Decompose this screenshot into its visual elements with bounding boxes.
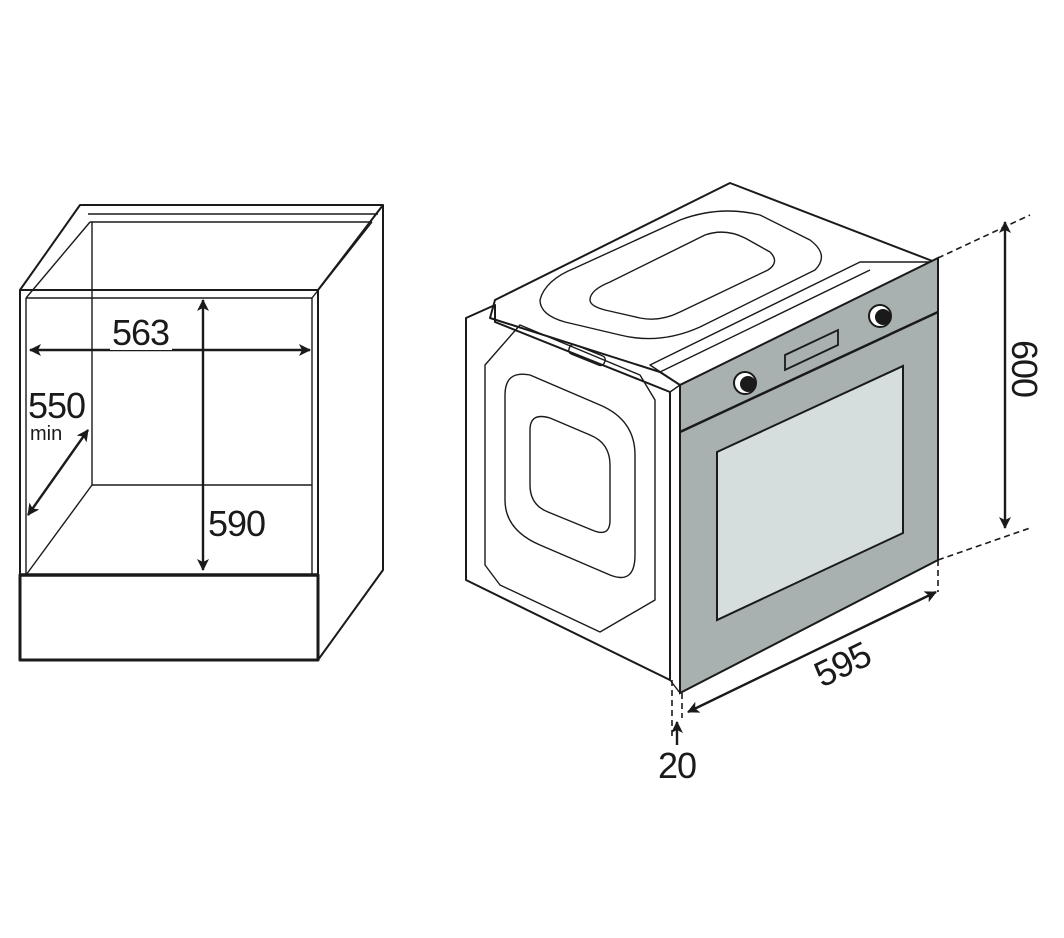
oven-display <box>784 328 839 372</box>
cabinet-depth-label: 550 <box>28 385 85 426</box>
cabinet-depth-note: min <box>30 423 62 445</box>
oven-height-label: 600 <box>1004 340 1045 397</box>
oven-width-label: 595 <box>808 633 877 695</box>
oven-side-panel <box>484 324 656 633</box>
oven-window <box>716 364 904 622</box>
oven-drawing: 600 595 20 <box>465 182 1045 786</box>
cabinet-outline <box>19 204 384 661</box>
oven-width-arrow <box>687 590 937 714</box>
oven-side <box>465 304 671 681</box>
cabinet-height-label: 590 <box>208 503 265 544</box>
oven-top-recess <box>539 210 823 340</box>
depth-dimension-arrow <box>27 429 89 516</box>
cabinet-drawing: 563 550 min 590 <box>18 204 384 662</box>
cabinet-width-label: 563 <box>112 312 169 353</box>
front-offset-label: 20 <box>658 745 696 786</box>
cabinet-drawer <box>18 573 320 662</box>
control-panel-divider <box>679 310 939 434</box>
